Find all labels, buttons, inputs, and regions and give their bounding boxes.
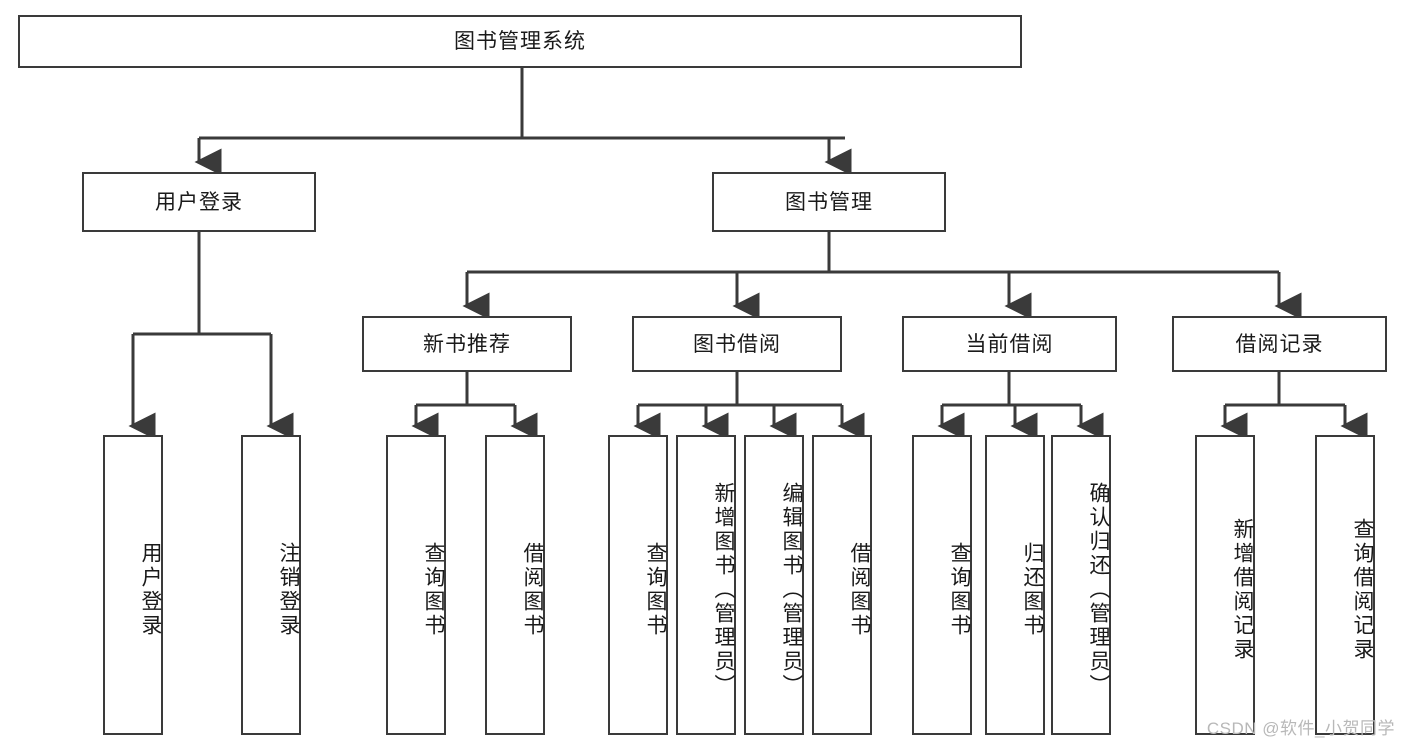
node-book-borrow[interactable]: 图书借阅 [632,316,842,372]
node-borrow-record[interactable]: 借阅记录 [1172,316,1387,372]
node-new-book-recommend-label: 新书推荐 [423,332,511,356]
leaf-edit-book-admin-label: 编辑图书（管理员） [780,482,803,698]
csdn-watermark: CSDN @软件_小贺同学 [1206,719,1395,738]
leaf-return-book[interactable]: 归还图书 [985,435,1045,735]
node-borrow-record-label: 借阅记录 [1235,332,1324,356]
node-current-borrow[interactable]: 当前借阅 [902,316,1117,372]
leaf-query-borrow-record-label: 查询借阅记录 [1351,518,1374,662]
leaf-borrow-book-label: 借阅图书 [848,542,871,638]
leaf-confirm-return-admin[interactable]: 确认归还（管理员） [1051,435,1111,735]
node-user-login-label: 用户登录 [155,190,243,214]
leaf-add-book-admin-label: 新增图书（管理员） [712,482,735,698]
node-new-book-recommend[interactable]: 新书推荐 [362,316,572,372]
node-current-borrow-label: 当前借阅 [965,332,1054,356]
leaf-add-borrow-record-label: 新增借阅记录 [1231,518,1254,662]
leaf-add-book-admin[interactable]: 新增图书（管理员） [676,435,736,735]
node-root[interactable]: 图书管理系统 [18,15,1022,68]
node-book-management-label: 图书管理 [785,190,873,214]
leaf-query-book-borrow-label: 查询图书 [644,542,667,638]
node-user-login[interactable]: 用户登录 [82,172,316,232]
leaf-edit-book-admin[interactable]: 编辑图书（管理员） [744,435,804,735]
leaf-borrow-book[interactable]: 借阅图书 [812,435,872,735]
leaf-return-book-label: 归还图书 [1021,542,1044,638]
leaf-query-book-newbook[interactable]: 查询图书 [386,435,446,735]
leaf-query-book-current[interactable]: 查询图书 [912,435,972,735]
leaf-confirm-return-admin-label: 确认归还（管理员） [1087,482,1110,698]
leaf-query-borrow-record[interactable]: 查询借阅记录 [1315,435,1375,735]
leaf-logout[interactable]: 注销登录 [241,435,301,735]
leaf-query-book-current-label: 查询图书 [948,542,971,638]
node-root-label: 图书管理系统 [454,30,586,53]
leaf-logout-label: 注销登录 [277,542,300,638]
node-book-borrow-label: 图书借阅 [693,332,781,356]
leaf-user-login-label: 用户登录 [139,542,162,638]
leaf-borrow-book-newbook-label: 借阅图书 [521,542,544,638]
leaf-query-book-borrow[interactable]: 查询图书 [608,435,668,735]
leaf-borrow-book-newbook[interactable]: 借阅图书 [485,435,545,735]
node-book-management[interactable]: 图书管理 [712,172,946,232]
leaf-add-borrow-record[interactable]: 新增借阅记录 [1195,435,1255,735]
leaf-user-login[interactable]: 用户登录 [103,435,163,735]
leaf-query-book-newbook-label: 查询图书 [422,542,445,638]
